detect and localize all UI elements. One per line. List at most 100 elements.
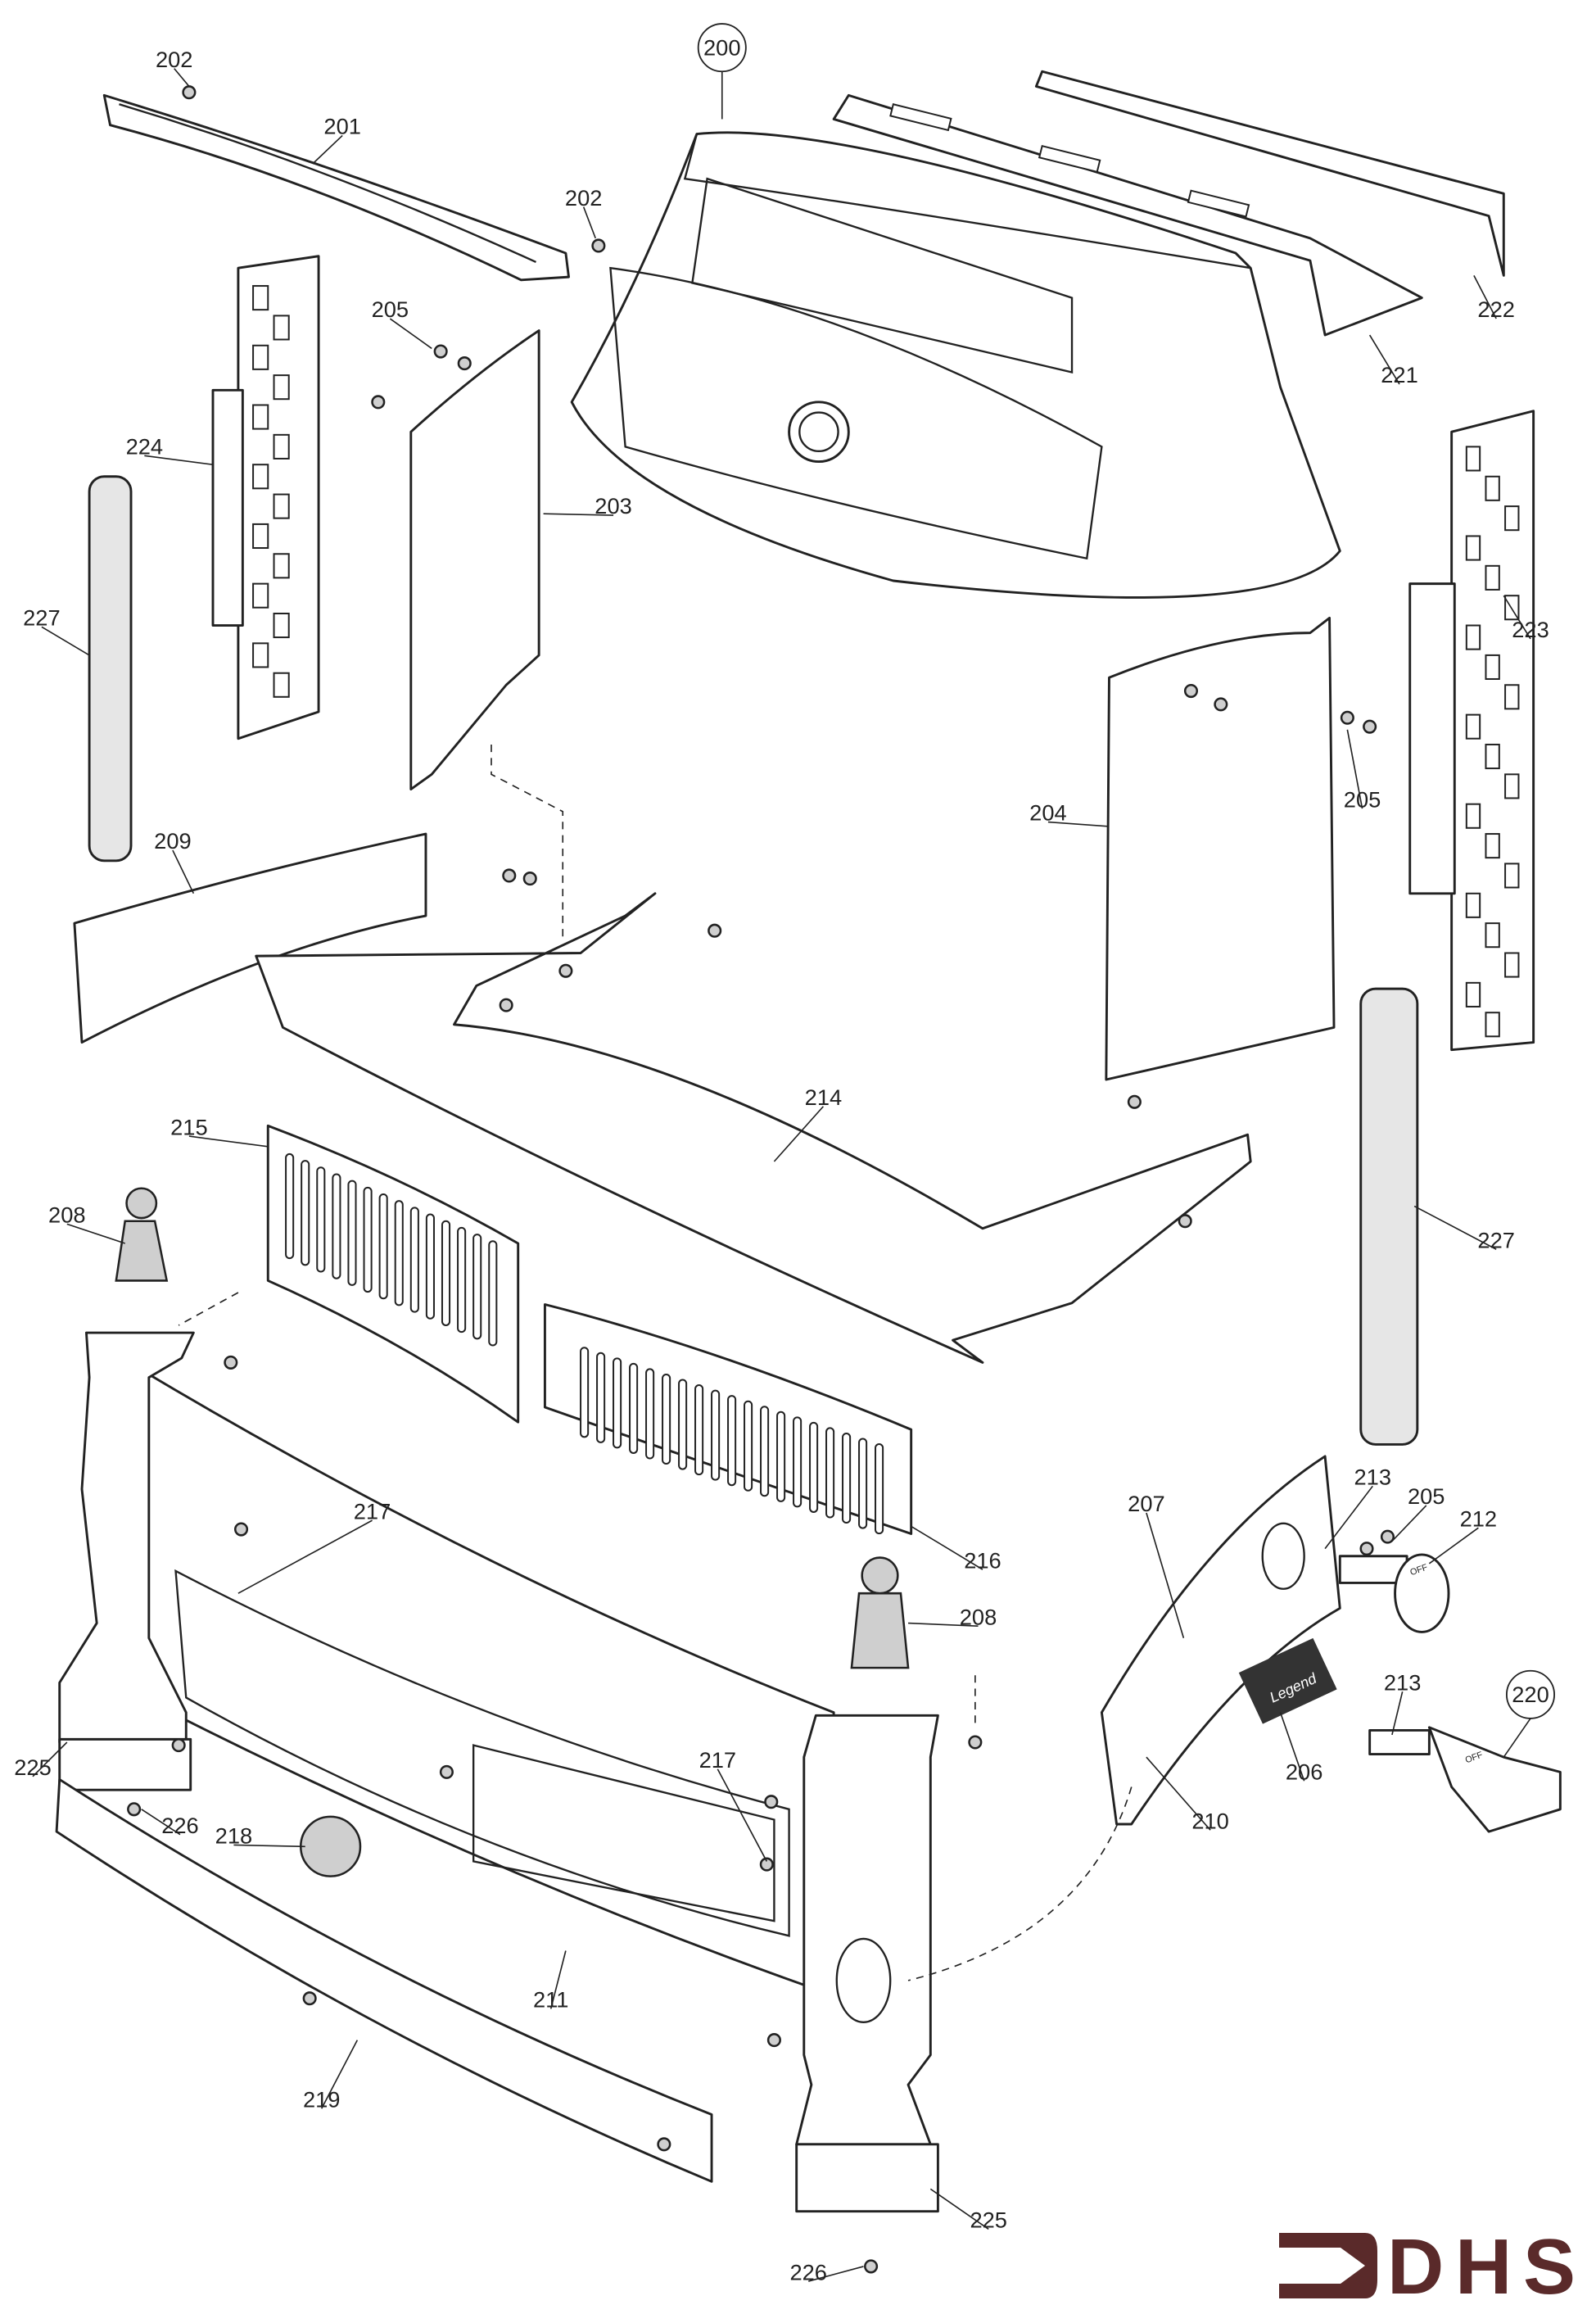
callout-label: 200 [703, 34, 741, 60]
part-222-strip [1034, 70, 1505, 277]
grille-slot [1504, 684, 1520, 710]
callout-label: 204 [1029, 800, 1067, 826]
grille-slot [273, 433, 290, 460]
leader-line [32, 1741, 68, 1777]
grille-slot [273, 612, 290, 639]
callout-215: 215 [170, 1114, 269, 1148]
grille-slot [273, 672, 290, 698]
screw [1127, 1094, 1142, 1109]
callout-label: 226 [789, 2259, 827, 2285]
callout-200: 200 [697, 23, 747, 120]
screw [171, 1738, 186, 1753]
vent-slot [425, 1213, 435, 1320]
callout-208: 208 [908, 1604, 997, 1629]
part-221-strip [832, 93, 1423, 337]
grille-slot [273, 493, 290, 519]
callout-label: 209 [154, 828, 192, 854]
callout-label: 206 [1286, 1759, 1323, 1784]
leader-line [1368, 334, 1400, 385]
callout-223: 223 [1503, 595, 1549, 642]
screw [127, 1802, 142, 1817]
callout-203: 203 [543, 493, 632, 518]
callout-214: 214 [773, 1085, 843, 1162]
callout-label: 226 [161, 1813, 199, 1838]
callout-207: 207 [1128, 1491, 1185, 1638]
part-220-control-knob: OFF [1368, 1726, 1562, 1833]
callout-205: 205 [1344, 729, 1381, 812]
vent-slot [441, 1220, 451, 1326]
callout-label: 205 [1344, 786, 1381, 812]
callout-label: 220 [1512, 1682, 1549, 1707]
callout-label: 214 [805, 1085, 843, 1110]
part-227-tube-right [1359, 987, 1419, 1446]
callout-label: 211 [533, 1987, 568, 2013]
leader-line [908, 1622, 979, 1628]
part-210-curved-panel [1100, 1455, 1341, 1826]
callout-label: 207 [1128, 1491, 1165, 1516]
dhs-logo: DHS [1279, 2226, 1576, 2300]
screw [558, 963, 573, 978]
leader-line [188, 1135, 269, 1148]
screw [433, 344, 448, 359]
vent-slot [332, 1173, 341, 1279]
leader-line [172, 849, 195, 894]
leader-line [141, 1809, 181, 1836]
callout-217: 217 [237, 1498, 391, 1594]
dhs-logo-arrow-icon [1279, 2233, 1377, 2298]
vent-slot [285, 1152, 295, 1260]
callout-205: 205 [372, 297, 432, 350]
grille-slot [1485, 922, 1500, 949]
vent-slot [809, 1421, 819, 1513]
leader-line [312, 134, 343, 165]
screw [591, 238, 606, 253]
screw [759, 1857, 774, 1872]
callout-219: 219 [303, 2040, 359, 2112]
screw [499, 998, 513, 1012]
part-204-side-panel [1105, 616, 1336, 1081]
grille-slot [1485, 475, 1500, 501]
callout-202: 202 [156, 47, 192, 87]
leader-line [582, 206, 597, 239]
vent-slot [629, 1362, 639, 1454]
callout-204: 204 [1029, 800, 1110, 827]
part-215-vent-panel [266, 1124, 520, 1424]
screw [708, 923, 722, 938]
leader-line [237, 1519, 373, 1594]
grille-slot [1485, 1012, 1500, 1038]
vent-slot [825, 1427, 835, 1519]
callout-217: 217 [699, 1747, 768, 1862]
callout-211: 211 [533, 1950, 568, 2013]
callout-label: 205 [1408, 1483, 1445, 1509]
vent-slot [580, 1347, 590, 1438]
screw [439, 1764, 454, 1779]
vent-slot [596, 1352, 606, 1443]
part-212-control-knob: OFF [1338, 1553, 1450, 1633]
screw [233, 1522, 249, 1537]
part-201-trim-bar [102, 93, 570, 282]
callout-label: 205 [372, 297, 409, 322]
vent-slot [316, 1166, 326, 1273]
leader-line [320, 2040, 359, 2109]
vent-slot [363, 1186, 373, 1293]
grille-slot [1504, 952, 1520, 978]
part-216-vent-panel [543, 1303, 913, 1535]
leader-line [41, 626, 90, 656]
leader-line [543, 513, 614, 516]
callout-label: 224 [126, 433, 164, 459]
leader-line [389, 318, 432, 350]
grille-slot [252, 344, 269, 370]
callout-label: 218 [215, 1823, 253, 1849]
vent-slot [842, 1432, 852, 1524]
part-200-canopy [570, 131, 1341, 599]
screw [657, 2137, 671, 2152]
part-214-baffle-plate [255, 892, 1252, 1364]
grille-slot [1504, 863, 1520, 889]
vent-slot [645, 1368, 655, 1460]
callout-201: 201 [312, 114, 361, 165]
part-208-finial-left [115, 1187, 169, 1282]
grille-slot [1465, 892, 1481, 918]
leader-line [1503, 1718, 1531, 1758]
callout-label: 222 [1477, 297, 1515, 322]
screw [766, 2033, 781, 2048]
leader-line [717, 1768, 768, 1862]
